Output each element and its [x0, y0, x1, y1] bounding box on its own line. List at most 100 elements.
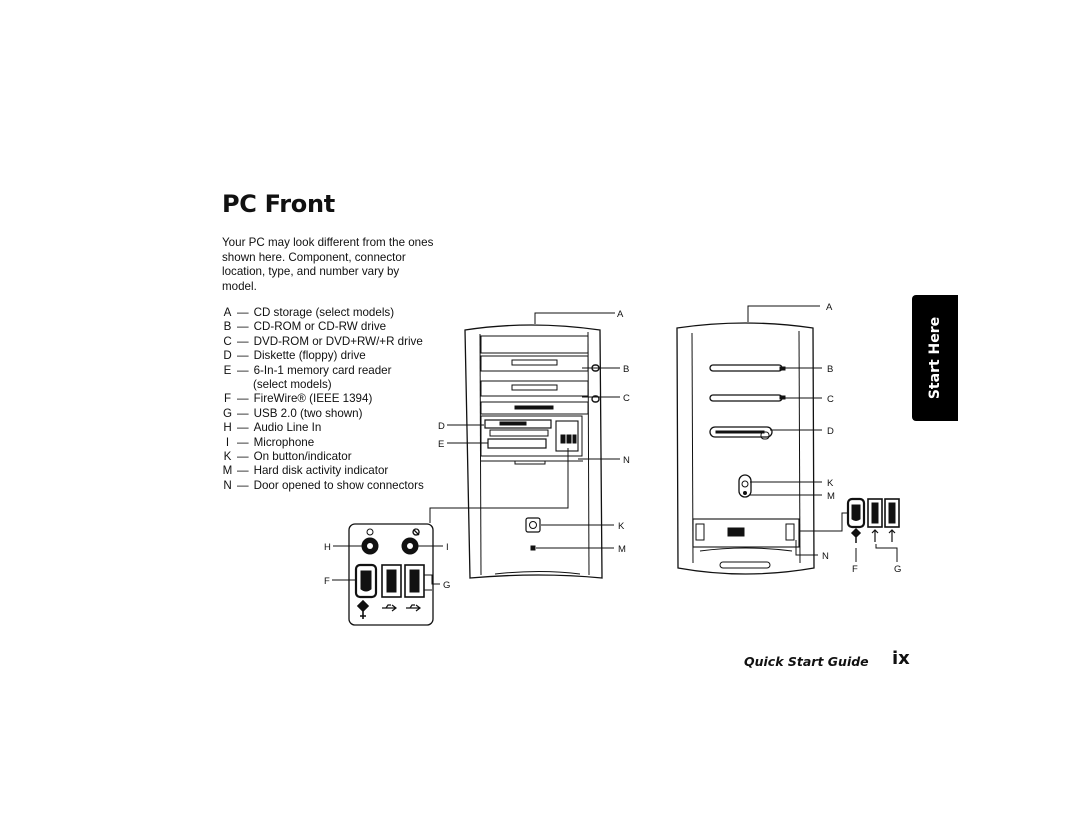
legend-text: 6-In-1 memory card reader — [253, 363, 392, 377]
pc1-port-block — [555, 420, 579, 452]
pc1-callout-lines — [429, 312, 620, 549]
microphone-jack-hole — [407, 543, 413, 549]
pc2-label-d: D — [827, 426, 834, 437]
pc2-power-icon — [741, 480, 749, 488]
pc2-slot-b — [709, 364, 783, 372]
microphone-icon — [412, 528, 420, 536]
legend-text: On button/indicator — [253, 450, 352, 464]
pc1-slot-c — [511, 384, 558, 391]
legend-text: DVD-ROM or DVD+RW/+R drive — [253, 334, 423, 348]
usb-port-1 — [381, 564, 402, 598]
legend-item: G—USB 2.0 (two shown) — [222, 406, 363, 420]
firewire-icon — [356, 599, 370, 619]
pc2-callout-lines — [747, 305, 898, 562]
legend-key: M — [222, 464, 233, 478]
legend-item-continuation: (select models) — [222, 378, 424, 392]
legend-text: CD storage (select models) — [253, 306, 395, 319]
legend-text: Hard disk activity indicator — [253, 464, 389, 478]
legend-text: CD-ROM or CD-RW drive — [253, 320, 387, 334]
pc1-floppy-slot — [514, 405, 554, 410]
panel-label-f: F — [324, 576, 330, 587]
footer-guide-title: Quick Start Guide — [744, 654, 869, 669]
legend-text: Door opened to show connectors — [253, 478, 424, 492]
legend-item: K—On button/indicator — [223, 450, 352, 464]
firewire-port-inner — [360, 570, 372, 592]
panel-outline — [348, 523, 434, 626]
legend-item: A—CD storage (select models) — [223, 306, 395, 319]
legend-key: A — [223, 306, 232, 319]
pc2-label-b: B — [827, 364, 833, 375]
pc1-bay-a — [480, 335, 589, 354]
line-in-symbol-icon — [366, 528, 374, 536]
pc2-door-bottom — [699, 547, 793, 552]
pc2-case-inner-right — [798, 330, 801, 564]
pc2-firewire-inner — [851, 504, 861, 521]
usb-icon-2 — [406, 604, 421, 612]
pc2-label-m: M — [827, 491, 835, 502]
pc2-usb-port-2-tongue — [888, 502, 896, 524]
pc1-label-d: D — [438, 421, 445, 432]
pc2-usb-port-1 — [867, 498, 883, 528]
pc1-power-icon — [529, 521, 537, 529]
pc1-door-handle — [514, 460, 546, 465]
pc1-bay-b — [480, 355, 589, 372]
pc2-slot-c — [709, 394, 783, 402]
pc1-base-lip — [494, 571, 581, 575]
legend-key: F — [223, 392, 232, 406]
pc1-label-e: E — [438, 439, 444, 450]
callout-line-g — [424, 574, 440, 591]
pc2-label-g: G — [894, 564, 901, 575]
pc1-case-outline — [464, 324, 603, 579]
pc2-label-a: A — [826, 302, 833, 313]
pc2-connector-slot-right — [785, 523, 795, 541]
pc1-case-inner-right — [587, 331, 590, 576]
pc1-bay-d — [480, 401, 589, 415]
legend-key: C — [223, 334, 232, 348]
pc2-callout-line-detail — [799, 512, 848, 532]
pc1-label-c: C — [623, 393, 630, 404]
pc1-port-3 — [572, 434, 577, 444]
pc1-label-n: N — [623, 455, 630, 466]
legend-key: D — [223, 349, 232, 363]
pc2-floppy-eject — [760, 431, 770, 440]
legend-key: G — [222, 406, 233, 420]
legend-item: B—CD-ROM or CD-RW drive — [223, 320, 387, 334]
pc1-bay-c — [480, 380, 589, 397]
audio-line-in-jack-hole — [367, 543, 373, 549]
legend-text: Microphone — [253, 435, 315, 449]
usb-port-2-tongue — [409, 569, 420, 593]
legend-key: K — [223, 450, 232, 464]
page-number: ix — [892, 648, 910, 669]
panel-callout-lines — [332, 545, 443, 591]
legend-key: E — [223, 363, 232, 377]
legend-text: FireWire® (IEEE 1394) — [253, 392, 373, 406]
pc2-label-n: N — [822, 551, 829, 562]
pc2-usb-icon-2 — [888, 529, 896, 542]
pc1-label-k: K — [618, 521, 625, 532]
pc1-slot-b — [511, 359, 558, 366]
legend-text: Diskette (floppy) drive — [253, 349, 366, 363]
pc1-port-1 — [560, 434, 566, 444]
pc2-floppy-slot — [715, 430, 765, 434]
pc2-tower — [676, 322, 815, 575]
panel-label-i: I — [446, 542, 449, 553]
pc2-label-c: C — [827, 394, 834, 405]
legend-key: N — [223, 478, 232, 492]
pc2-label-k: K — [827, 478, 834, 489]
pc2-label-f: F — [852, 564, 858, 575]
legend-key: B — [223, 320, 232, 334]
pc2-connector-door — [692, 518, 800, 548]
usb-port-1-tongue — [386, 569, 397, 593]
pc2-firewire-icon — [850, 527, 862, 543]
pc2-usb-icon-1 — [871, 529, 879, 542]
legend-item: F—FireWire® (IEEE 1394) — [223, 392, 373, 406]
panel-label-h: H — [324, 542, 331, 553]
pc2-usb-port-2 — [884, 498, 900, 528]
callout-line-a — [534, 312, 615, 324]
usb-port-2 — [404, 564, 425, 598]
pc2-usb-port-1-tongue — [871, 502, 879, 524]
pc1-label-m: M — [618, 544, 626, 555]
legend-item: I—Microphone — [222, 436, 424, 450]
pc1-label-a: A — [617, 309, 624, 320]
pc2-port-detail — [846, 497, 900, 543]
